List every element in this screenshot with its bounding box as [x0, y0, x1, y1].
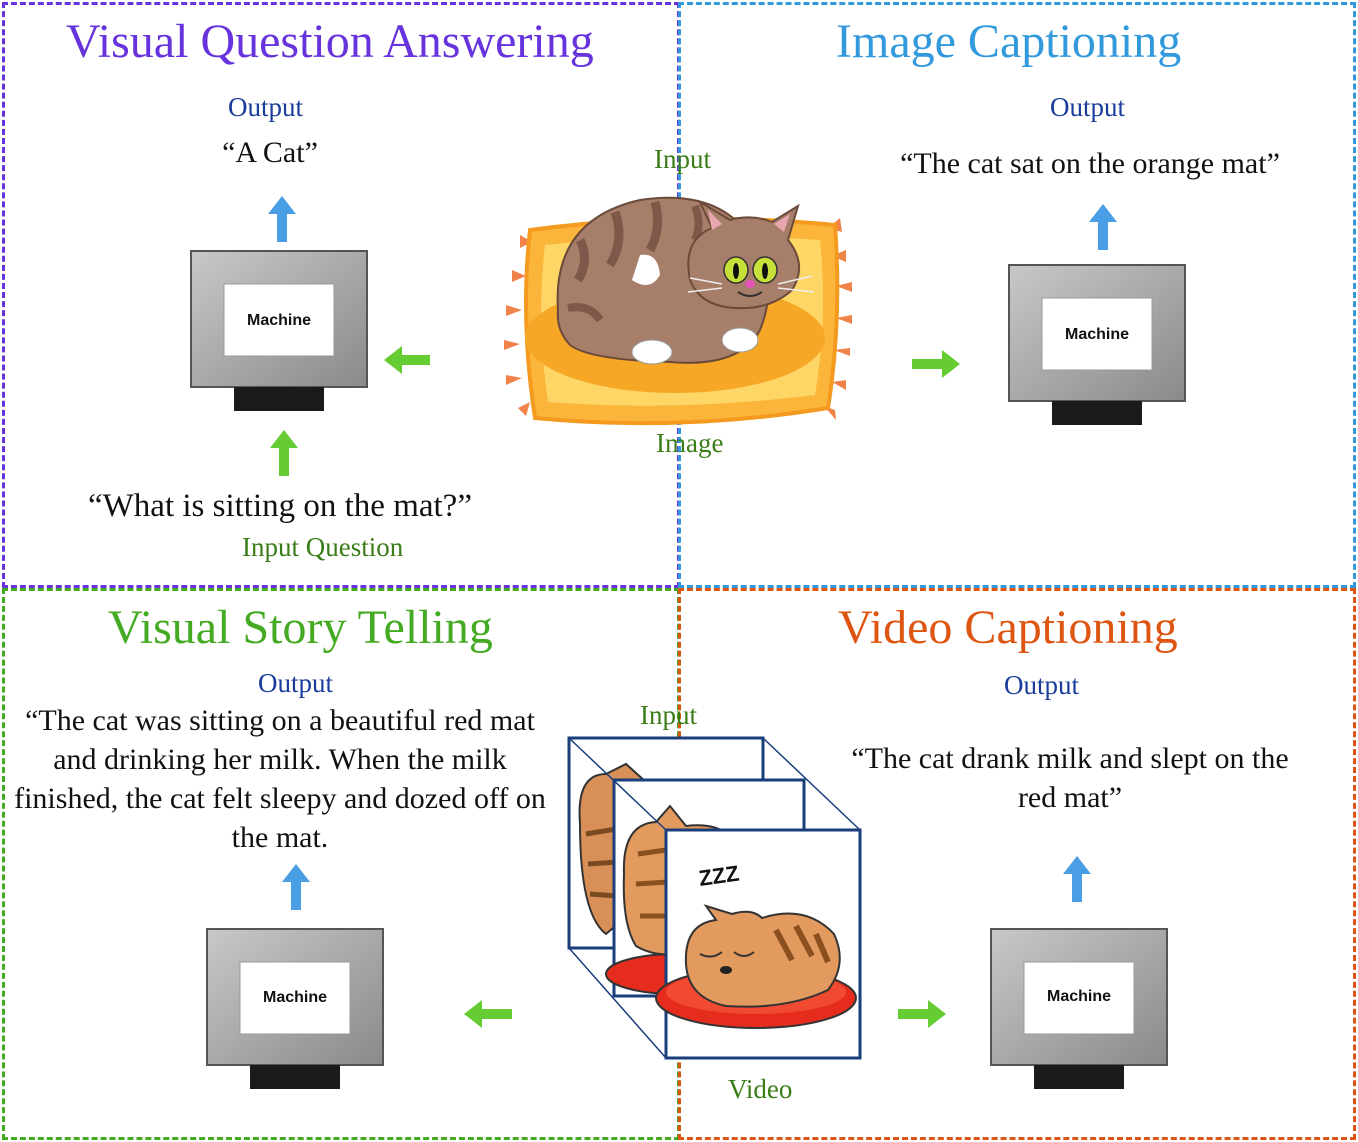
story-telling-title: Visual Story Telling: [108, 601, 493, 654]
video-input-label: Input: [640, 700, 697, 730]
vqa-machine-label: Machine: [246, 312, 311, 329]
arrow-up-icon: [268, 196, 296, 247]
story-telling-machine: [206, 928, 384, 1097]
video-caption-label: Video: [728, 1074, 793, 1104]
vqa-question-text: “What is sitting on the mat?”: [88, 488, 472, 524]
arrow-left-icon: [464, 1000, 512, 1033]
story-telling-output-text: “The cat was sitting on a beautiful red …: [14, 704, 546, 854]
vqa-title: Visual Question Answering: [66, 15, 594, 68]
video-captioning-output-label: Output: [1004, 670, 1080, 700]
arrow-left-icon: [384, 346, 430, 379]
video-captioning-machine: [990, 928, 1168, 1097]
image-captioning-output-label: Output: [1050, 92, 1126, 122]
image-captioning-machine-label: Machine: [1064, 326, 1129, 343]
image-input-label: Input: [654, 144, 711, 174]
video-captioning-output-text: “The cat drank milk and slept on the red…: [851, 742, 1289, 814]
vqa-question-label: Input Question: [242, 532, 404, 562]
vqa-output-text: “A Cat”: [222, 136, 318, 169]
video-captioning-title: Video Captioning: [838, 601, 1178, 654]
image-captioning-title: Image Captioning: [836, 15, 1182, 68]
sleep-zzz-icon: ZZZ: [697, 861, 740, 891]
vqa-output-label: Output: [228, 92, 304, 122]
image-caption-label: Image: [656, 428, 724, 458]
vqa-machine: [190, 250, 368, 419]
video-captioning-machine-label: Machine: [1046, 988, 1111, 1005]
arrow-up-icon: [282, 864, 310, 915]
story-telling-machine-label: Machine: [262, 989, 327, 1006]
arrow-up-icon: [1063, 856, 1091, 907]
video-frames-stack: ZZZ: [566, 734, 866, 1069]
image-captioning-machine: [1008, 264, 1186, 433]
arrow-up-icon: [270, 430, 298, 481]
arrow-right-icon: [898, 1000, 946, 1033]
arrow-up-icon: [1089, 204, 1117, 255]
cat-on-mat-image: [490, 180, 870, 445]
image-captioning-output-text: “The cat sat on the orange mat”: [900, 147, 1280, 180]
arrow-right-icon: [912, 350, 960, 383]
story-telling-output-label: Output: [258, 668, 334, 698]
